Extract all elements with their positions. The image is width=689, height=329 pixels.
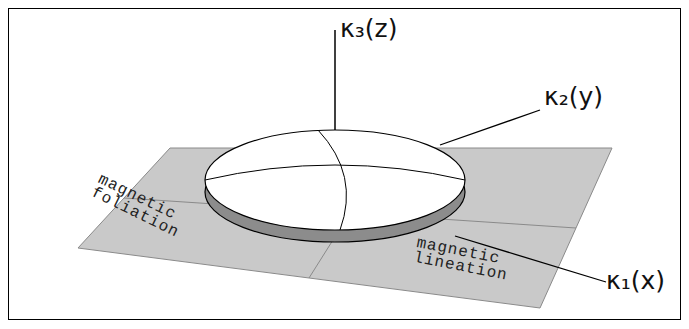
ellipsoid-top [205,130,465,230]
axis-label: κ₁(x) [606,266,665,295]
ellipsoid-meridian [318,130,346,230]
frame [9,9,681,320]
axis-label: κ₃(z) [340,14,397,43]
z-axis [334,30,336,140]
ellipsoid-meridian [205,165,465,180]
y-axis [440,110,540,145]
axis-label: κ₂(y) [544,82,603,111]
